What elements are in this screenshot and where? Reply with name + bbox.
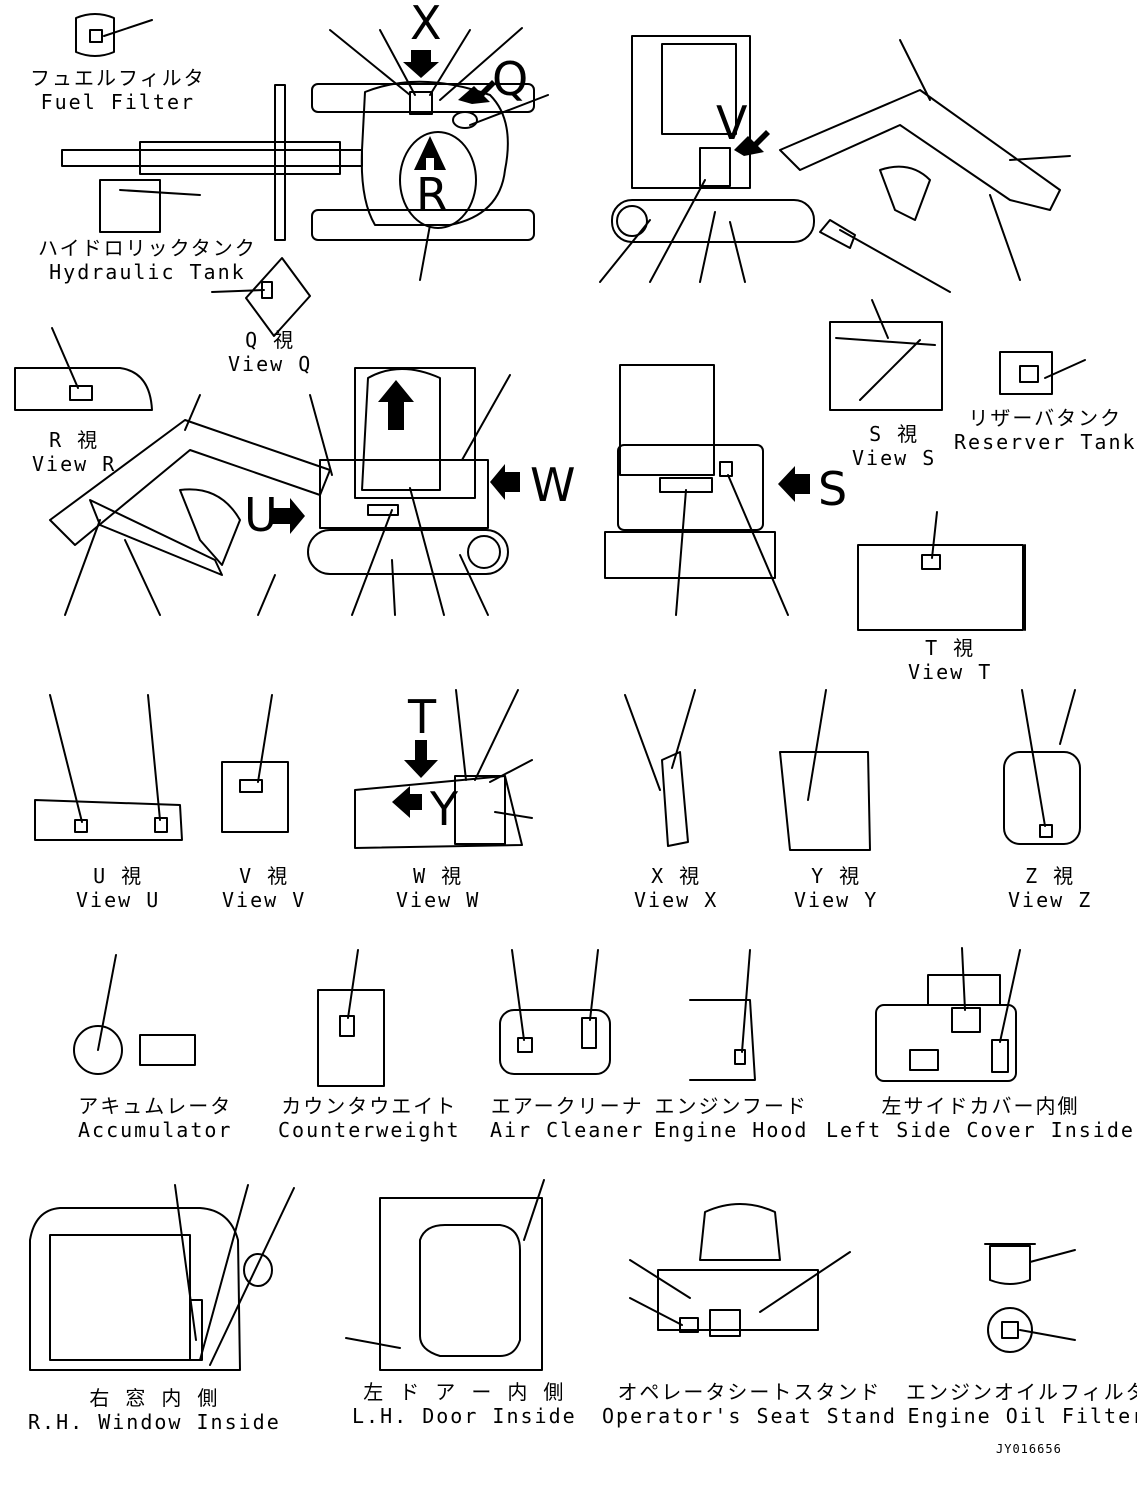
excavator-rear-view <box>604 364 789 616</box>
counterweight-drawing <box>317 949 385 1087</box>
drawing-code: JY016656 <box>996 1442 1062 1456</box>
excavator-side-view-right <box>599 35 1071 293</box>
view-letter-r: R <box>416 168 448 222</box>
engine-hood-drawing <box>689 949 756 1081</box>
lh-door-drawing <box>345 1179 545 1371</box>
accumulator-drawing <box>73 954 196 1075</box>
reserver-tank-drawing <box>999 351 1086 395</box>
view-letter-t: T <box>408 690 437 744</box>
view-letter-w: W <box>530 458 576 512</box>
view-letter-y: Y <box>430 782 459 836</box>
view-w-drawing <box>354 689 533 849</box>
direction-arrows <box>272 50 810 818</box>
view-letter-s: S <box>818 462 848 516</box>
fuel-filter-drawing <box>75 13 153 57</box>
view-t-drawing <box>857 511 1026 631</box>
view-letter-u: U <box>244 488 278 542</box>
view-y-drawing <box>779 689 871 851</box>
excavator-top-view <box>61 27 549 337</box>
view-letter-v: V <box>716 96 748 150</box>
view-v-drawing <box>221 694 289 833</box>
left-side-cover-drawing <box>875 947 1021 1082</box>
view-z-drawing <box>1003 689 1081 845</box>
engine-oil-filter-drawing <box>984 1243 1076 1353</box>
view-letter-q: Q <box>492 52 529 106</box>
view-r-drawing <box>14 327 153 411</box>
view-letter-x: X <box>410 0 442 50</box>
seat-stand-drawing <box>629 1203 851 1337</box>
view-s-drawing <box>829 299 943 411</box>
excavator-side-view-left <box>49 367 511 616</box>
view-x-drawing <box>624 689 696 847</box>
rh-window-drawing <box>29 1184 295 1371</box>
air-cleaner-drawing <box>499 949 611 1075</box>
view-u-drawing <box>34 694 183 841</box>
